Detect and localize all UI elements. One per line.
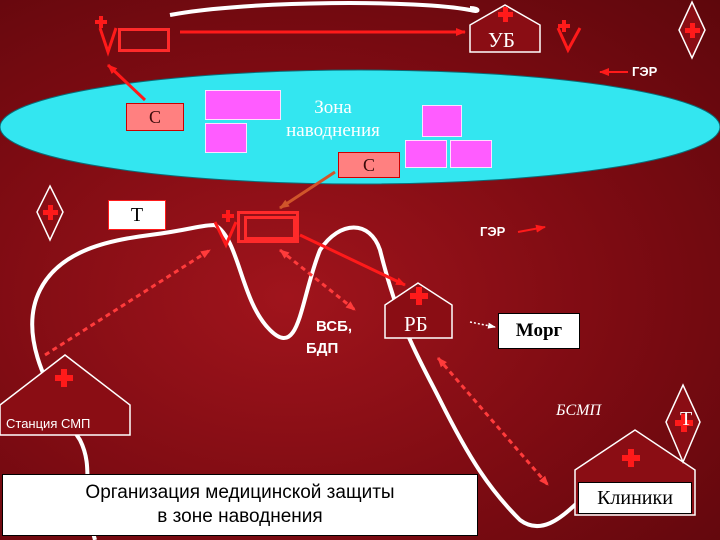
c-center-box: С xyxy=(338,152,400,178)
vehicle-top-bar xyxy=(118,28,170,52)
pink-block xyxy=(205,90,281,120)
vehicle-top-right-v xyxy=(556,27,582,54)
arrow-rb-to-morg xyxy=(469,321,496,329)
bsmp-label: БСМП xyxy=(556,402,601,419)
zone-label: Зона наводнения xyxy=(286,97,380,141)
pink-block xyxy=(405,140,447,168)
vehicle-mid-bar-inner xyxy=(244,216,296,240)
cross-icon xyxy=(55,369,73,387)
cross-icon xyxy=(622,449,640,467)
flood-zone xyxy=(0,69,720,185)
pink-block xyxy=(422,105,462,137)
cross-icon xyxy=(675,414,693,432)
cross-icon xyxy=(43,205,58,220)
house-station xyxy=(0,354,131,436)
cross-icons xyxy=(43,7,700,467)
caption-line-2: в зоне наводнения xyxy=(157,506,323,527)
house-ub xyxy=(469,4,541,53)
ger-mid-label: ГЭР xyxy=(480,224,506,239)
cross-icon xyxy=(685,23,700,38)
station-label: Станция СМП xyxy=(6,416,91,431)
rb-label: РБ xyxy=(404,312,428,336)
pink-block xyxy=(450,140,492,168)
vehicle-mid-v xyxy=(213,221,238,249)
arrow-c-center-to-vehicle xyxy=(279,170,336,210)
dashed-arrow-vehicle-vsb xyxy=(279,248,356,312)
caption-line-1: Организация медицинской защиты xyxy=(85,482,395,503)
arrow-c-to-vehicle xyxy=(106,63,147,102)
vsb-label: ВСБ, xyxy=(316,318,353,335)
vehicle-mid-bar-outer xyxy=(237,211,299,243)
dashed-arrow-station-vehicle xyxy=(44,248,211,357)
dashed-arrow-rb-clinics xyxy=(436,357,550,486)
top-loop-line xyxy=(169,1,480,17)
vehicle-top-v xyxy=(98,27,118,57)
bdp-label: БДП xyxy=(306,340,339,357)
pink-block xyxy=(205,123,247,153)
house-rb xyxy=(384,282,453,339)
cross-icon xyxy=(95,16,107,28)
cross-icon xyxy=(558,20,570,32)
c-left-box: С xyxy=(126,103,184,131)
cross-icon xyxy=(410,287,428,305)
clinics-box: Клиники xyxy=(578,482,692,514)
t-left-box: Т xyxy=(108,200,166,230)
cross-icon xyxy=(222,210,234,222)
cross-icon xyxy=(498,7,513,22)
morg-box: Морг xyxy=(498,313,580,349)
ub-label: УБ xyxy=(488,28,515,52)
arrow-ger-mid xyxy=(517,224,546,233)
t-right-label: Т xyxy=(680,408,693,430)
ger-top-label: ГЭР xyxy=(632,64,658,79)
caption-box: Организация медицинской защиты в зоне на… xyxy=(2,474,478,536)
